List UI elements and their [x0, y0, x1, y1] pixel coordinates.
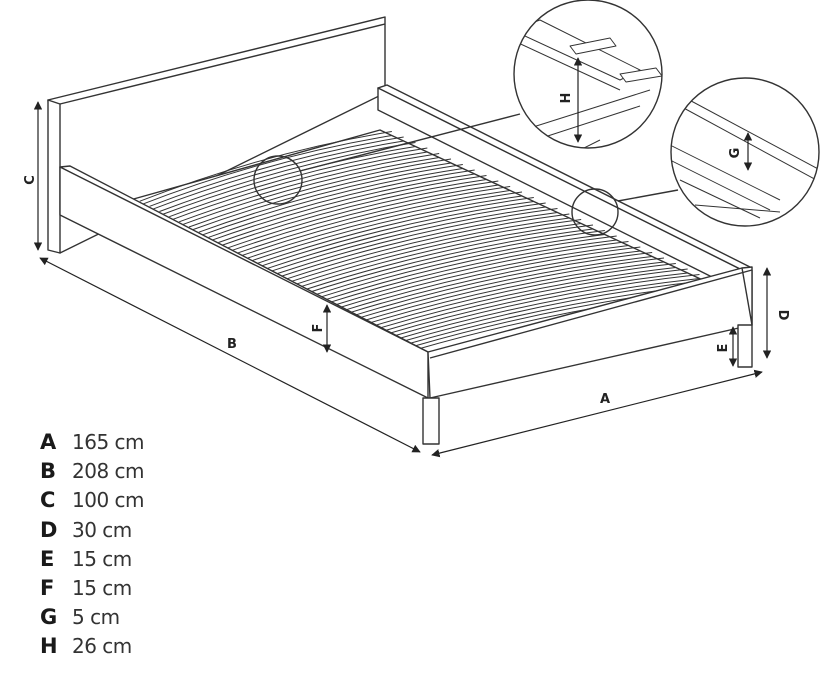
legend-row-a: A 165 cm	[40, 428, 145, 457]
slat-line	[159, 142, 416, 212]
slat-line	[198, 168, 463, 237]
detail-callouts	[253, 113, 679, 236]
slat-line	[149, 140, 404, 211]
slat-line	[238, 190, 511, 258]
slat-line	[139, 135, 392, 206]
detail-circle-h	[513, 0, 663, 149]
slat-line	[257, 197, 534, 264]
legend-row-b: B 208 cm	[40, 457, 145, 486]
slat-line	[385, 268, 688, 331]
legend-row-g: G 5 cm	[40, 603, 144, 632]
label-h: H	[559, 93, 574, 104]
legend-letter: C	[40, 488, 56, 513]
slat-line	[208, 169, 475, 238]
slat-line	[247, 191, 523, 259]
slat-line	[228, 184, 499, 253]
slat-line	[178, 153, 440, 223]
legend-letter: G	[40, 605, 58, 630]
slat-line	[198, 164, 463, 233]
detail-circle-g	[670, 77, 820, 227]
slat-line	[257, 201, 534, 268]
slat-line	[395, 274, 700, 336]
legend-letter: H	[40, 634, 58, 659]
label-d: D	[775, 310, 790, 321]
label-e: E	[716, 344, 731, 353]
legend-row-c: C 100 cm	[40, 486, 145, 515]
legend-value: 15 cm	[72, 575, 132, 600]
footboard	[427, 266, 753, 399]
dimension-lines	[33, 101, 772, 458]
label-b: B	[227, 337, 237, 352]
slat-line	[405, 279, 712, 342]
headboard	[47, 16, 386, 254]
legend-letter: F	[40, 575, 55, 600]
legend-value: 165 cm	[72, 430, 145, 454]
legend-letter: B	[40, 459, 57, 484]
label-f: F	[311, 324, 326, 333]
slat-line	[395, 278, 700, 340]
legend-value: 5 cm	[72, 605, 120, 630]
slat-line	[169, 151, 428, 222]
slat-line	[385, 272, 688, 335]
legend-row-d: D 30 cm	[40, 516, 144, 545]
slat-line	[267, 202, 546, 269]
slat-line	[188, 162, 452, 232]
legend-row-e: E 15 cm	[40, 545, 144, 574]
slat-line	[247, 195, 523, 263]
legend-row-h: H 26 cm	[40, 632, 144, 661]
slat-line	[228, 180, 499, 249]
slat-line	[238, 186, 511, 254]
legend-letter: A	[40, 430, 57, 454]
label-g: G	[728, 148, 743, 159]
slat-line	[188, 158, 452, 228]
legend-row-f: F 15 cm	[40, 574, 144, 603]
slat-line	[178, 157, 440, 227]
legend-letter: E	[40, 546, 55, 571]
legend-value: 30 cm	[72, 517, 132, 542]
slat-line	[169, 147, 428, 218]
legend-value: 100 cm	[72, 488, 145, 513]
legend-value: 15 cm	[72, 546, 132, 571]
slat-line	[218, 179, 487, 247]
slat-line	[208, 173, 475, 242]
legend-value: 208 cm	[72, 459, 145, 484]
legend-letter: D	[40, 517, 58, 542]
legend-value: 26 cm	[72, 634, 132, 659]
slat-line	[159, 146, 416, 216]
label-c: C	[23, 175, 38, 185]
label-a: A	[600, 392, 610, 407]
slat-line	[218, 175, 487, 243]
slat-line	[149, 136, 404, 207]
